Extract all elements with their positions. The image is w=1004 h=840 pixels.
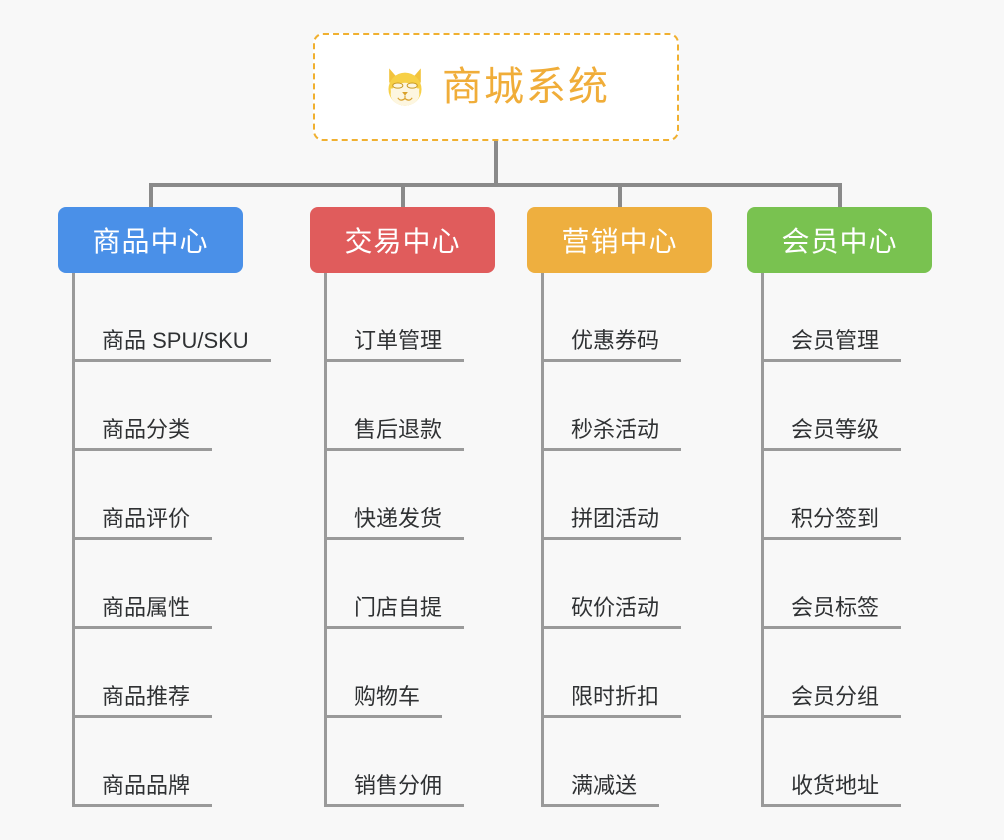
branch-header-2[interactable]: 营销中心 — [527, 207, 712, 273]
root-node[interactable]: 商城系统 — [313, 33, 679, 141]
leaf-item[interactable]: 商品属性 — [58, 540, 271, 629]
leaf-item[interactable]: 秒杀活动 — [527, 362, 712, 451]
leaf-item[interactable]: 售后退款 — [310, 362, 495, 451]
branch-营销中心: 营销中心 优惠券码 秒杀活动 拼团活动 砍价活动 限时折扣 满减送 — [527, 207, 712, 807]
leaf-item[interactable]: 收货地址 — [747, 718, 932, 807]
leaf-item[interactable]: 限时折扣 — [527, 629, 712, 718]
leaf-item[interactable]: 商品分类 — [58, 362, 271, 451]
branch-商品中心: 商品中心 商品 SPU/SKU 商品分类 商品评价 商品属性 商品推荐 商品品牌 — [58, 207, 271, 807]
branch-spine-3 — [761, 273, 764, 807]
connector-drop-2 — [618, 183, 622, 209]
leaf-label: 秒杀活动 — [571, 416, 660, 442]
branch-header-label-2: 营销中心 — [561, 226, 678, 257]
leaf-label: 拼团活动 — [571, 505, 660, 531]
leaf-label: 订单管理 — [354, 327, 443, 353]
leaf-item[interactable]: 积分签到 — [747, 451, 932, 540]
leaf-label: 会员管理 — [791, 327, 880, 353]
leaf-label: 满减送 — [571, 772, 638, 798]
leaf-item[interactable]: 优惠券码 — [527, 273, 712, 362]
branch-children-0: 商品 SPU/SKU 商品分类 商品评价 商品属性 商品推荐 商品品牌 — [58, 273, 271, 807]
branch-header-3[interactable]: 会员中心 — [747, 207, 932, 273]
leaf-label: 积分签到 — [791, 505, 880, 531]
leaf-label: 快递发货 — [354, 505, 443, 531]
connector-horizontal-bus — [149, 183, 839, 187]
branch-header-1[interactable]: 交易中心 — [310, 207, 495, 273]
leaf-item[interactable]: 商品评价 — [58, 451, 271, 540]
branch-header-label-1: 交易中心 — [344, 226, 461, 257]
leaf-label: 会员分组 — [791, 683, 880, 709]
branch-children-2: 优惠券码 秒杀活动 拼团活动 砍价活动 限时折扣 满减送 — [527, 273, 712, 807]
branch-spine-0 — [72, 273, 75, 807]
leaf-label: 限时折扣 — [571, 683, 660, 709]
leaf-item[interactable]: 会员等级 — [747, 362, 932, 451]
leaf-label: 门店自提 — [354, 594, 443, 620]
branch-header-label-0: 商品中心 — [92, 226, 209, 257]
leaf-label: 销售分佣 — [354, 772, 443, 798]
leaf-item[interactable]: 销售分佣 — [310, 718, 495, 807]
branch-header-0[interactable]: 商品中心 — [58, 207, 243, 273]
leaf-label: 会员等级 — [791, 416, 880, 442]
connector-drop-1 — [401, 183, 405, 209]
leaf-item[interactable]: 商品推荐 — [58, 629, 271, 718]
connector-drop-3 — [838, 183, 842, 209]
branch-children-3: 会员管理 会员等级 积分签到 会员标签 会员分组 收货地址 — [747, 273, 932, 807]
leaf-label: 商品推荐 — [102, 683, 191, 709]
leaf-item[interactable]: 拼团活动 — [527, 451, 712, 540]
leaf-item[interactable]: 订单管理 — [310, 273, 495, 362]
leaf-item[interactable]: 商品 SPU/SKU — [58, 273, 271, 362]
leaf-item[interactable]: 门店自提 — [310, 540, 495, 629]
branch-children-1: 订单管理 售后退款 快递发货 门店自提 购物车 销售分佣 — [310, 273, 495, 807]
leaf-label: 商品 SPU/SKU — [102, 327, 249, 353]
shiba-dog-face-icon — [388, 68, 422, 108]
connector-root-stem — [494, 141, 498, 185]
branch-spine-2 — [541, 273, 544, 807]
branch-spine-1 — [324, 273, 327, 807]
leaf-label: 砍价活动 — [571, 594, 660, 620]
branch-会员中心: 会员中心 会员管理 会员等级 积分签到 会员标签 会员分组 收货地址 — [747, 207, 932, 807]
leaf-item[interactable]: 会员标签 — [747, 540, 932, 629]
leaf-label: 优惠券码 — [571, 327, 660, 353]
leaf-item[interactable]: 快递发货 — [310, 451, 495, 540]
branch-交易中心: 交易中心 订单管理 售后退款 快递发货 门店自提 购物车 销售分佣 — [310, 207, 495, 807]
leaf-label: 售后退款 — [354, 416, 443, 442]
leaf-item[interactable]: 商品品牌 — [58, 718, 271, 807]
root-title: 商城系统 — [442, 65, 610, 109]
leaf-item[interactable]: 会员分组 — [747, 629, 932, 718]
branch-header-label-3: 会员中心 — [781, 226, 898, 257]
leaf-label: 购物车 — [354, 683, 421, 709]
leaf-label: 商品分类 — [102, 416, 191, 442]
leaf-label: 会员标签 — [791, 594, 880, 620]
leaf-item[interactable]: 满减送 — [527, 718, 712, 807]
leaf-label: 收货地址 — [791, 772, 880, 798]
leaf-label: 商品属性 — [102, 594, 191, 620]
leaf-label: 商品评价 — [102, 505, 191, 531]
connector-drop-0 — [149, 183, 153, 209]
leaf-item[interactable]: 购物车 — [310, 629, 495, 718]
leaf-label: 商品品牌 — [102, 772, 191, 798]
leaf-item[interactable]: 砍价活动 — [527, 540, 712, 629]
leaf-item[interactable]: 会员管理 — [747, 273, 932, 362]
